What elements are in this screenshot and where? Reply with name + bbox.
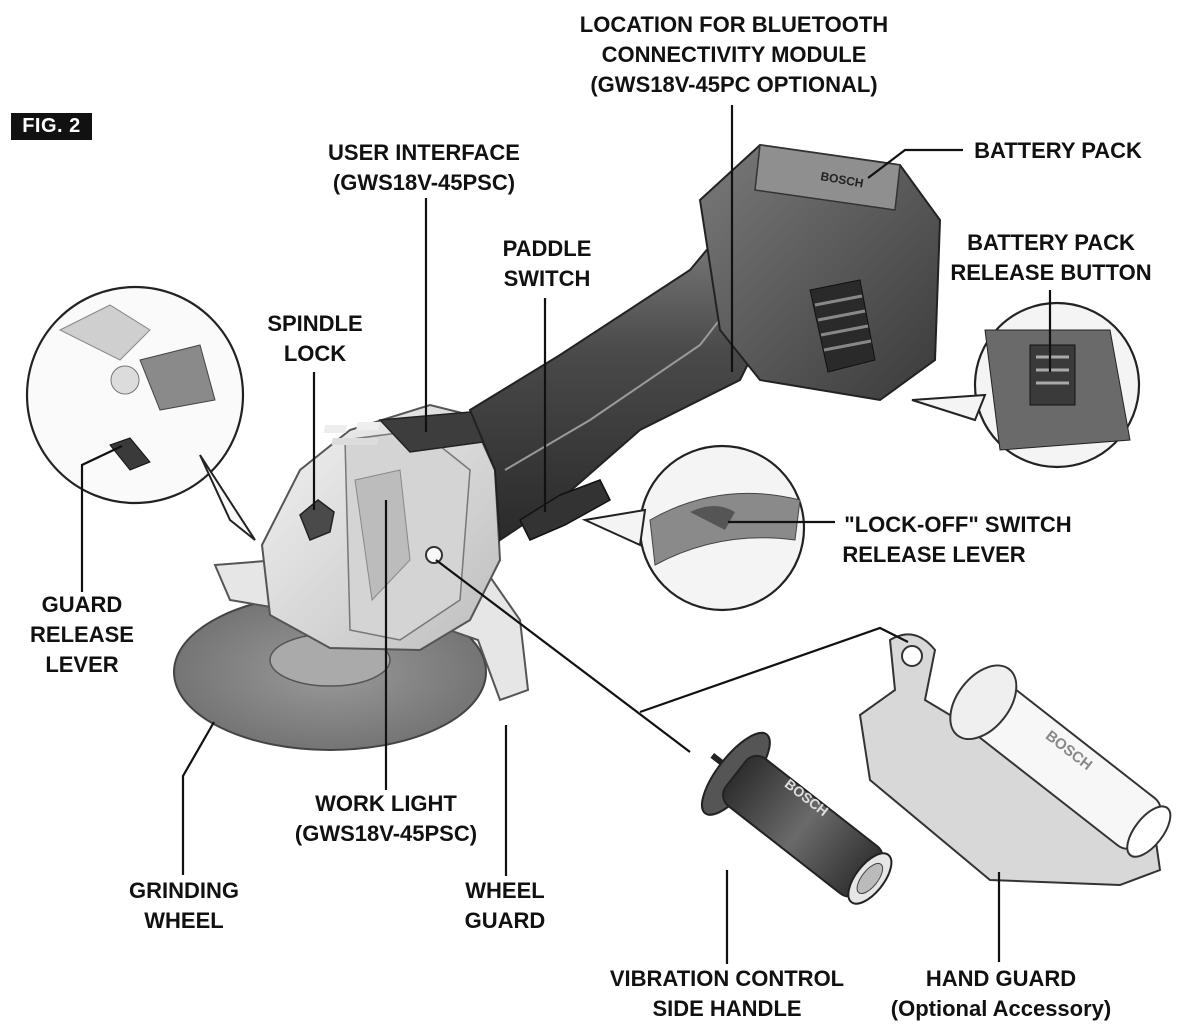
label-guard-release-line3: LEVER bbox=[45, 652, 118, 677]
label-vibration-handle-line1: VIBRATION CONTROL bbox=[610, 966, 844, 991]
label-battery-pack-line1: BATTERY PACK bbox=[974, 138, 1142, 163]
battery-release-zoom bbox=[911, 301, 1141, 469]
label-grinding-wheel-line2: WHEEL bbox=[144, 908, 223, 933]
label-work-light: WORK LIGHT (GWS18V-45PSC) bbox=[295, 791, 477, 846]
label-work-light-line1: WORK LIGHT bbox=[315, 791, 457, 816]
label-lock-off-line2: RELEASE LEVER bbox=[842, 542, 1025, 567]
label-guard-release-line1: GUARD bbox=[42, 592, 123, 617]
label-paddle-switch: PADDLE SWITCH bbox=[503, 236, 592, 291]
label-battery-release-line2: RELEASE BUTTON bbox=[950, 260, 1151, 285]
battery-pack-shape: BOSCH bbox=[698, 143, 942, 402]
label-bluetooth-line1: LOCATION FOR BLUETOOTH bbox=[580, 12, 888, 37]
paddle-switch bbox=[519, 479, 611, 541]
label-wheel-guard-line2: GUARD bbox=[465, 908, 546, 933]
label-wheel-guard: WHEEL GUARD bbox=[465, 878, 546, 933]
label-hand-guard: HAND GUARD (Optional Accessory) bbox=[891, 966, 1111, 1021]
label-vibration-handle: VIBRATION CONTROL SIDE HANDLE bbox=[610, 966, 844, 1021]
guard-release-zoom bbox=[25, 285, 256, 541]
grinder-body: BOSCH bbox=[173, 143, 942, 751]
label-battery-pack: BATTERY PACK bbox=[974, 138, 1142, 163]
label-guard-release: GUARD RELEASE LEVER bbox=[30, 592, 134, 677]
leader-lines bbox=[80, 105, 1052, 964]
label-grinding-wheel: GRINDING WHEEL bbox=[129, 878, 239, 933]
label-guard-release-line2: RELEASE bbox=[30, 622, 134, 647]
label-wheel-guard-line1: WHEEL bbox=[465, 878, 544, 903]
label-vibration-handle-line2: SIDE HANDLE bbox=[652, 996, 801, 1021]
label-user-interface: USER INTERFACE (GWS18V-45PSC) bbox=[328, 140, 520, 195]
label-battery-release: BATTERY PACK RELEASE BUTTON bbox=[950, 230, 1151, 285]
label-user-interface-line1: USER INTERFACE bbox=[328, 140, 520, 165]
label-spindle-lock-line1: SPINDLE bbox=[267, 311, 362, 336]
label-spindle-lock-line2: LOCK bbox=[284, 341, 346, 366]
label-bluetooth-line3: (GWS18V-45PC OPTIONAL) bbox=[590, 72, 877, 97]
label-hand-guard-line1: HAND GUARD bbox=[926, 966, 1076, 991]
label-work-light-line2: (GWS18V-45PSC) bbox=[295, 821, 477, 846]
user-interface-panel bbox=[323, 411, 500, 453]
label-grinding-wheel-line1: GRINDING bbox=[129, 878, 239, 903]
hand-guard-shape: BOSCH bbox=[858, 633, 1172, 887]
label-paddle-switch-line2: SWITCH bbox=[504, 266, 591, 291]
lock-off-zoom bbox=[581, 444, 806, 612]
label-spindle-lock: SPINDLE LOCK bbox=[267, 311, 362, 366]
label-battery-release-line1: BATTERY PACK bbox=[967, 230, 1135, 255]
figure-tag: FIG. 2 bbox=[11, 113, 92, 140]
label-lock-off-line1: "LOCK-OFF" SWITCH bbox=[844, 512, 1071, 537]
work-light bbox=[425, 546, 443, 564]
label-bluetooth: LOCATION FOR BLUETOOTH CONNECTIVITY MODU… bbox=[580, 12, 888, 97]
label-lock-off: "LOCK-OFF" SWITCH RELEASE LEVER bbox=[842, 512, 1071, 567]
label-user-interface-line2: (GWS18V-45PSC) bbox=[333, 170, 515, 195]
label-hand-guard-line2: (Optional Accessory) bbox=[891, 996, 1111, 1021]
label-paddle-switch-line1: PADDLE bbox=[503, 236, 592, 261]
label-bluetooth-line2: CONNECTIVITY MODULE bbox=[602, 42, 867, 67]
